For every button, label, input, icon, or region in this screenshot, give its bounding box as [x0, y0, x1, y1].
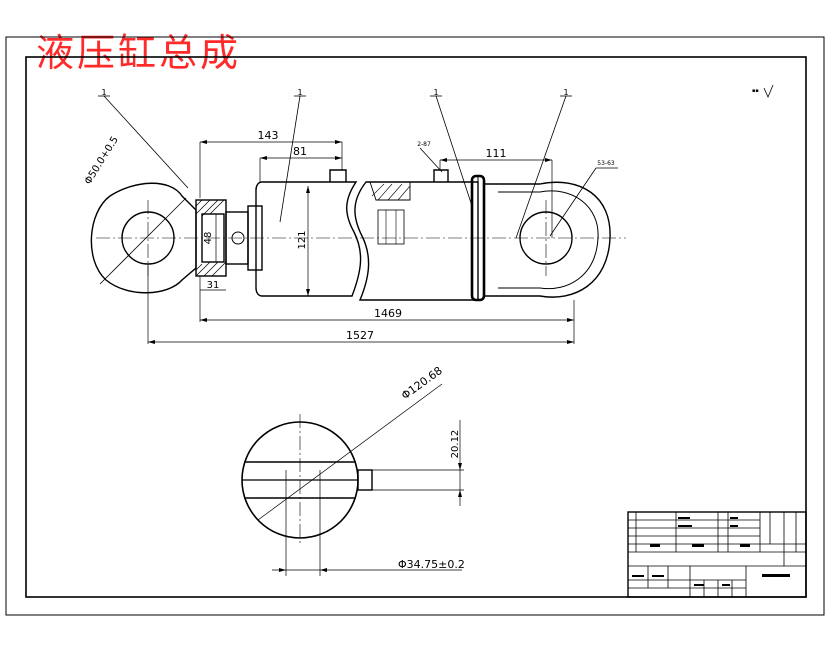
end-view-arrows — [279, 463, 462, 572]
dim-end-diameter: Φ120.68 — [399, 364, 445, 402]
left-eye-outline — [90, 182, 197, 294]
end-view-stub — [357, 469, 373, 491]
balloon-3: 1 — [433, 88, 438, 97]
balloon-4: 1 — [563, 88, 568, 97]
drawing-title: 液压缸总成 — [36, 31, 242, 75]
cylinder-end-view — [241, 383, 464, 576]
dim-1527: 1527 — [346, 329, 374, 342]
section-port — [377, 209, 405, 245]
dim-121: 121 — [297, 230, 308, 249]
centerlines — [96, 200, 626, 276]
svg-text:▪▪: ▪▪ — [752, 88, 759, 94]
rod-end-hatch — [195, 199, 227, 277]
balloon-2: 1 — [297, 88, 302, 97]
port-callout: 2-87 — [417, 141, 431, 148]
dim-1469: 1469 — [374, 307, 402, 320]
title-block — [627, 511, 807, 598]
dim-31: 31 — [207, 280, 220, 291]
right-eye-inner — [498, 190, 599, 290]
dim-end-height: 20.12 — [450, 430, 461, 459]
inner-frame — [25, 56, 807, 598]
port-boss-2 — [433, 169, 449, 182]
leaders — [98, 95, 618, 285]
barrel-left — [255, 181, 362, 297]
right-eye-outline — [484, 181, 611, 298]
dimension-arrows — [148, 140, 574, 344]
dim-81: 81 — [293, 145, 307, 158]
barrel-right — [354, 181, 479, 301]
dim-end-pin: Φ34.75±0.2 — [398, 558, 465, 571]
dim-48: 48 — [203, 232, 214, 245]
balloon-1: 1 — [101, 88, 106, 97]
section-hatch — [371, 183, 411, 201]
radius-callout: 53-63 — [597, 160, 615, 167]
cylinder-side-view — [90, 169, 611, 302]
dim-143: 143 — [258, 129, 279, 142]
dimension-lines — [147, 141, 575, 344]
dim-pin-hole: Φ50.0+0.5 — [83, 135, 121, 187]
roughness-symbol: ▪▪ — [752, 84, 774, 99]
title-block-marks — [632, 517, 790, 586]
port-boss-1 — [329, 169, 347, 182]
dim-111: 111 — [486, 147, 507, 160]
outer-frame — [5, 36, 825, 616]
